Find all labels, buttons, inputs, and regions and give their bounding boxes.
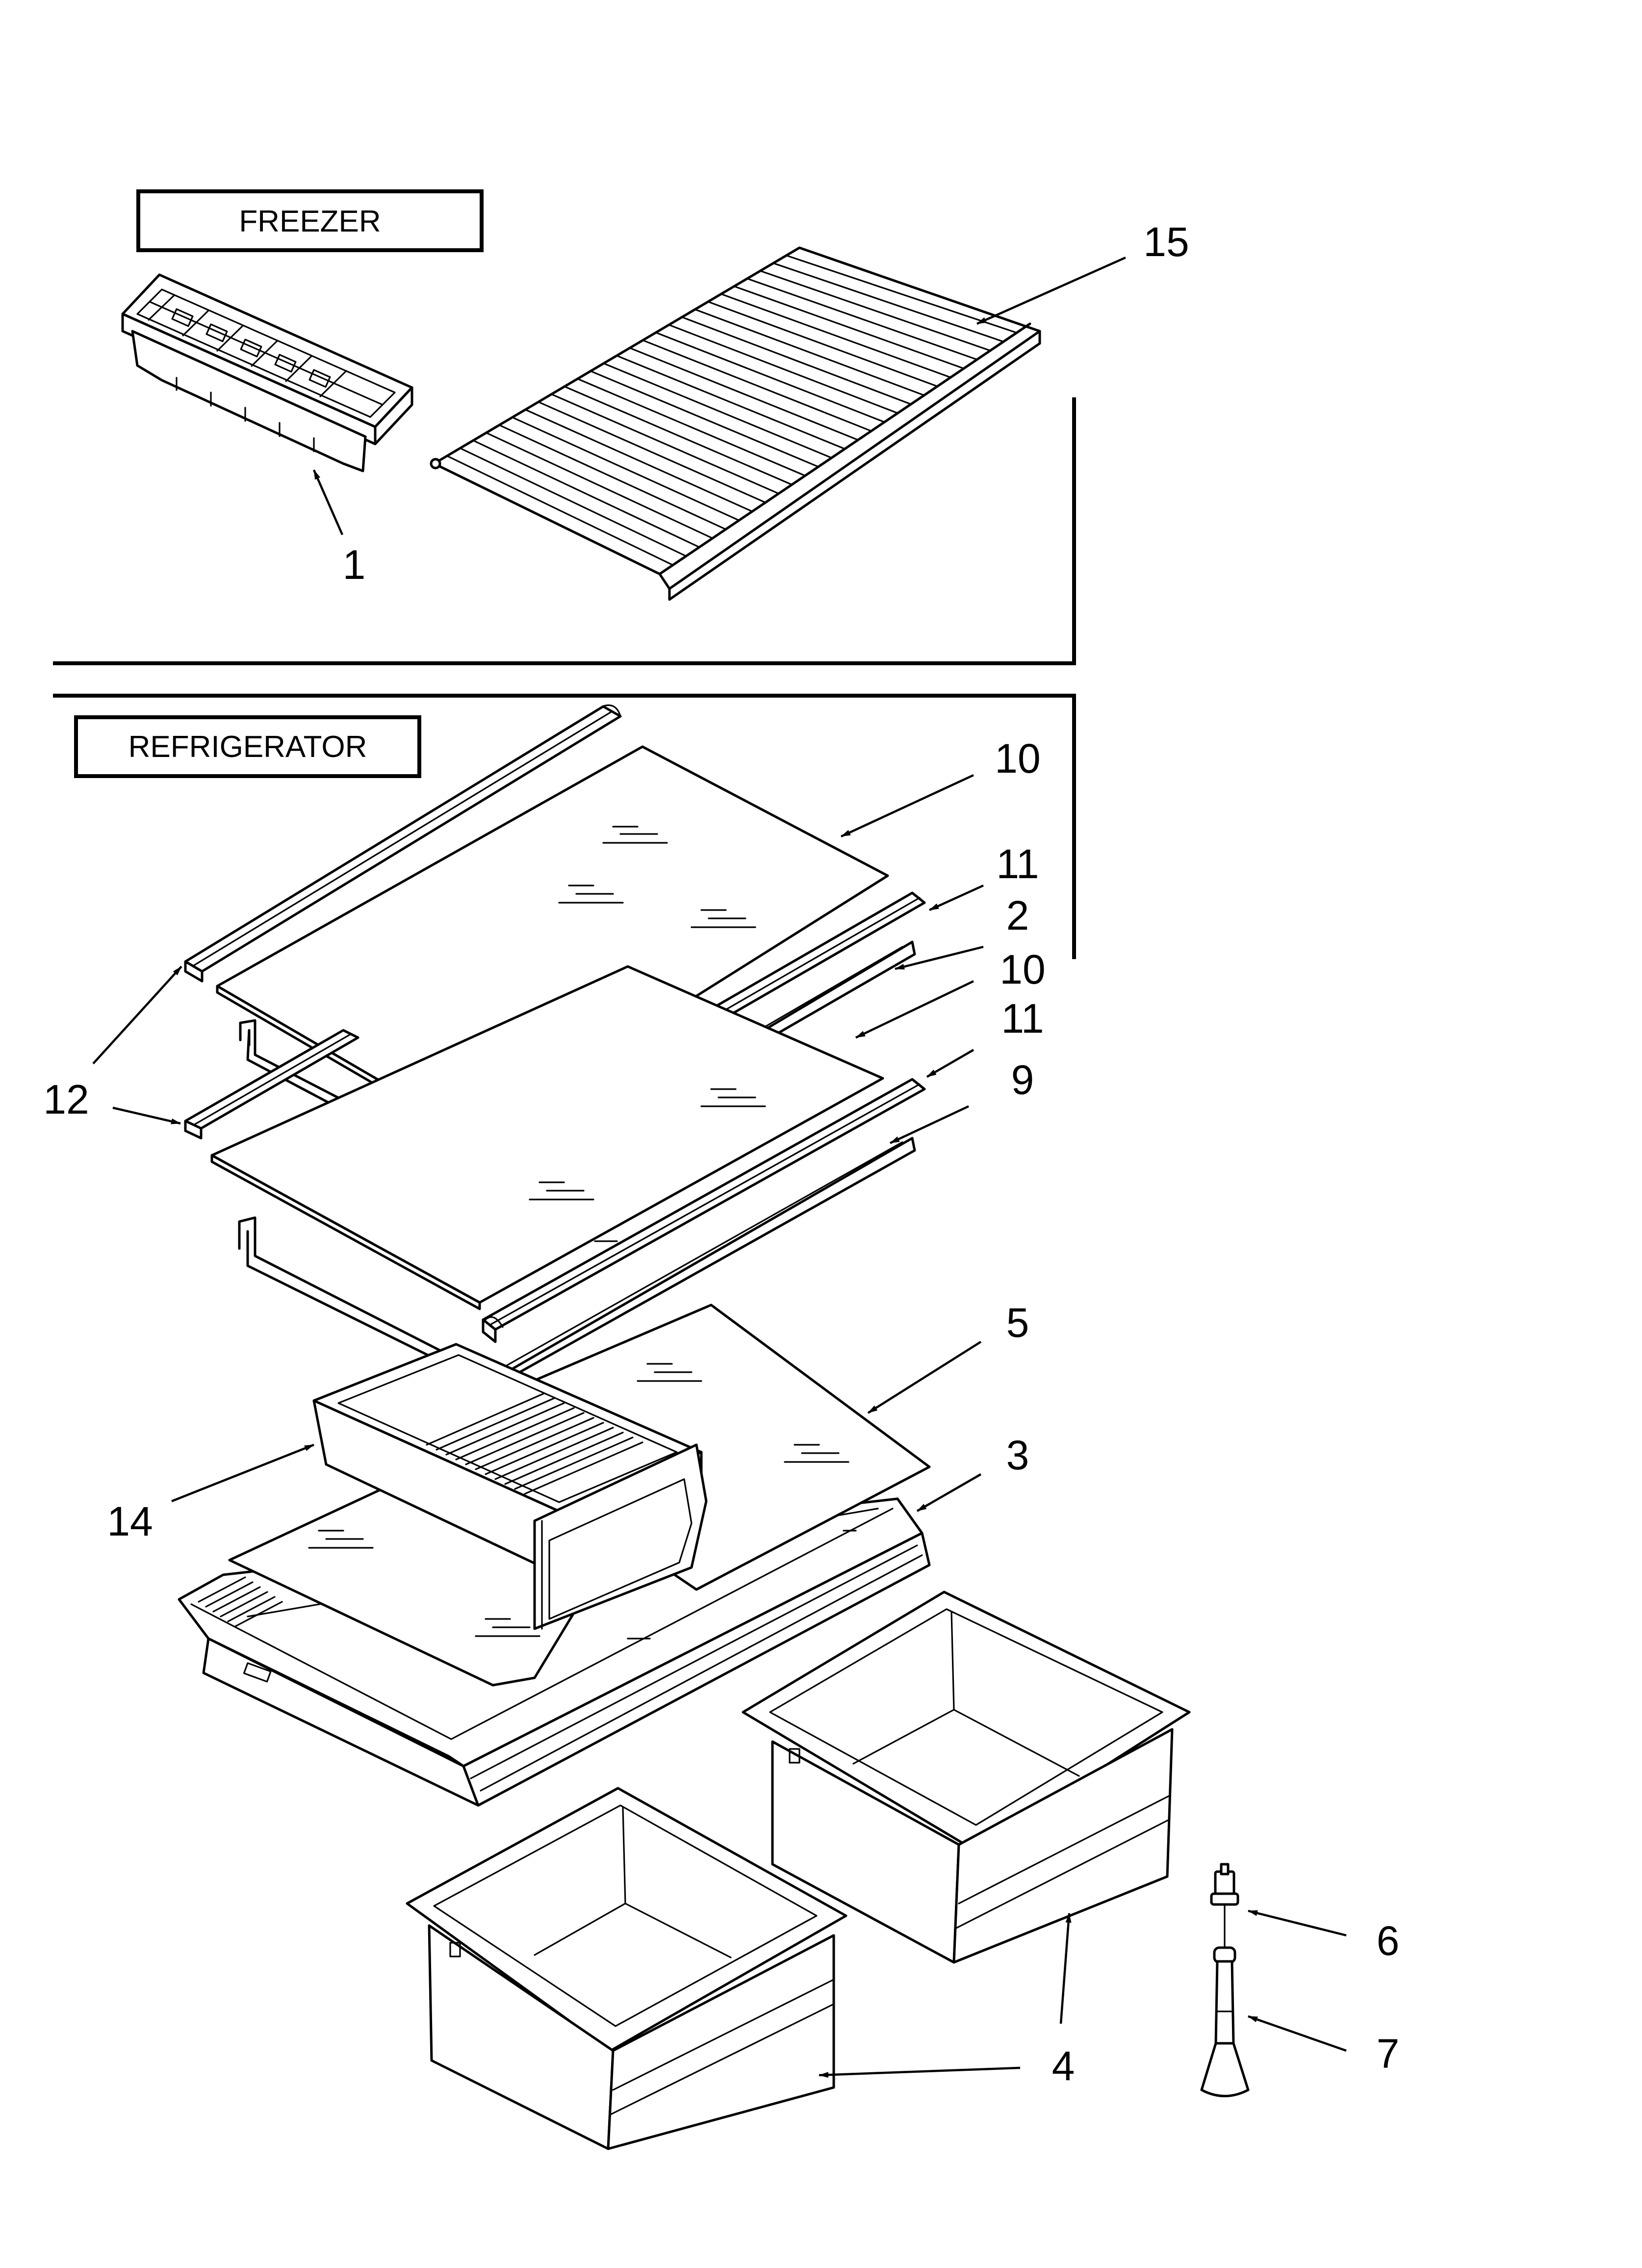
callout-9-label: 9: [1011, 1057, 1034, 1103]
callout-11-upper: 11: [929, 841, 1039, 912]
shelf-trim-front-lower: [482, 1078, 926, 1343]
shelf-wire: [550, 393, 780, 495]
freezer-label: FREEZER: [239, 205, 381, 238]
shelf-wire: [668, 324, 898, 414]
callout-10-upper-label: 10: [995, 735, 1040, 782]
shelf-wire: [707, 301, 938, 388]
shelf-wire: [681, 316, 912, 405]
shelf-wire: [524, 409, 753, 513]
callout-3-label: 3: [1006, 1432, 1029, 1478]
rod-stem: [1200, 1946, 1250, 2097]
callout-1: 1: [312, 469, 366, 588]
callout-10-lower-label: 10: [1000, 946, 1045, 992]
callout-11-lower-label: 11: [1001, 995, 1044, 1042]
callout-3: 3: [916, 1432, 1029, 1512]
shelf-wire: [759, 270, 991, 352]
shelf-wire: [446, 455, 674, 566]
callout-14: 14: [107, 1443, 314, 1544]
shelf-trim-rail-back-lower: [184, 1029, 359, 1140]
shelf-wire: [642, 339, 872, 432]
callout-10-upper: 10: [841, 735, 1041, 838]
callout-5: 5: [867, 1300, 1029, 1414]
callout-10-lower: 10: [855, 946, 1046, 1039]
shelf-wire: [733, 285, 965, 369]
freezer-label-box: FREEZER: [136, 189, 484, 252]
callout-2-label: 2: [1006, 892, 1029, 938]
refrigerator-section-frame: [53, 694, 1076, 959]
callout-12: 12: [43, 965, 182, 1125]
shelf-wire: [694, 309, 925, 396]
shelf-wire: [472, 440, 700, 548]
refrigerator-label-box: REFRIGERATOR: [74, 715, 421, 778]
shelf-wire: [564, 386, 793, 486]
shelf-wire: [498, 424, 727, 530]
callout-7: 7: [1248, 2015, 1400, 2077]
freezer-wire-shelf: [430, 246, 1041, 601]
shelf-wire: [485, 432, 714, 539]
callout-4-right-label: 4: [1052, 2043, 1075, 2089]
callout-15: 15: [976, 219, 1189, 325]
meat-pan: [312, 1343, 708, 1630]
shelf-wire: [720, 293, 951, 378]
ice-cube-tray: [121, 273, 413, 472]
shelf-wire: [459, 447, 687, 557]
shelf-wire: [577, 378, 806, 477]
shelf-wire: [616, 355, 846, 450]
shelf-wire: [772, 262, 1004, 343]
crisper-drawer-right: [742, 1590, 1191, 1964]
callout-11-upper-label: 11: [996, 841, 1039, 887]
callout-6-label: 6: [1377, 1918, 1400, 1964]
shelf-wire: [512, 417, 740, 521]
callout-1-label: 1: [343, 542, 366, 588]
crisper-drawer-left: [406, 1787, 847, 2150]
callout-11-lower: 11: [926, 995, 1044, 1078]
callout-12-label: 12: [43, 1076, 89, 1122]
callout-15-label: 15: [1143, 219, 1189, 265]
callout-6: 6: [1248, 1909, 1400, 1964]
freezer-section-frame: [53, 397, 1076, 665]
callout-5-label: 5: [1006, 1300, 1029, 1346]
shelf-wire: [603, 363, 833, 459]
callout-7-label: 7: [1377, 2031, 1400, 2077]
callout-4: 4 4: [819, 1913, 1075, 2089]
shelf-wire: [746, 278, 978, 361]
refrigerator-label: REFRIGERATOR: [128, 730, 367, 764]
callout-9: 9: [890, 1057, 1034, 1145]
callout-14-label: 14: [107, 1498, 153, 1544]
callout-2: 2: [895, 892, 1029, 970]
shelf-trim-rail-back-upper: [184, 704, 622, 983]
glass-shelf-lower: [210, 965, 884, 1310]
bulb-socket: [1210, 1863, 1239, 1949]
shelf-wire: [590, 370, 820, 468]
shelf-wire: [538, 401, 767, 503]
shelf-wire: [629, 347, 859, 441]
shelf-wire: [655, 332, 885, 423]
